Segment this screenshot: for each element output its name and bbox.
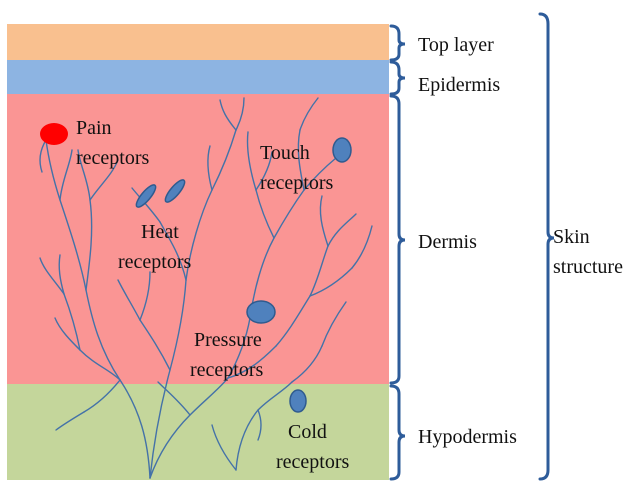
hypodermis-bracket [391, 386, 405, 479]
epidermis-band [7, 60, 389, 94]
hypodermis-label: Hypodermis [418, 426, 517, 448]
top-layer-band [7, 24, 389, 60]
top-layer-bracket [391, 26, 405, 60]
dermis-label: Dermis [418, 231, 477, 253]
dermis-bracket [391, 96, 405, 383]
epidermis-bracket [391, 62, 405, 94]
cold-receptor-marker [290, 390, 306, 412]
top-layer-label: Top layer [418, 34, 494, 56]
skin-structure-label: Skin structure [553, 226, 623, 278]
epidermis-label: Epidermis [418, 74, 500, 96]
pain-receptor-marker [40, 123, 68, 145]
touch-receptor-marker [333, 138, 351, 162]
pressure-receptor-marker [247, 301, 275, 323]
skin-structure-bracket [540, 14, 554, 479]
